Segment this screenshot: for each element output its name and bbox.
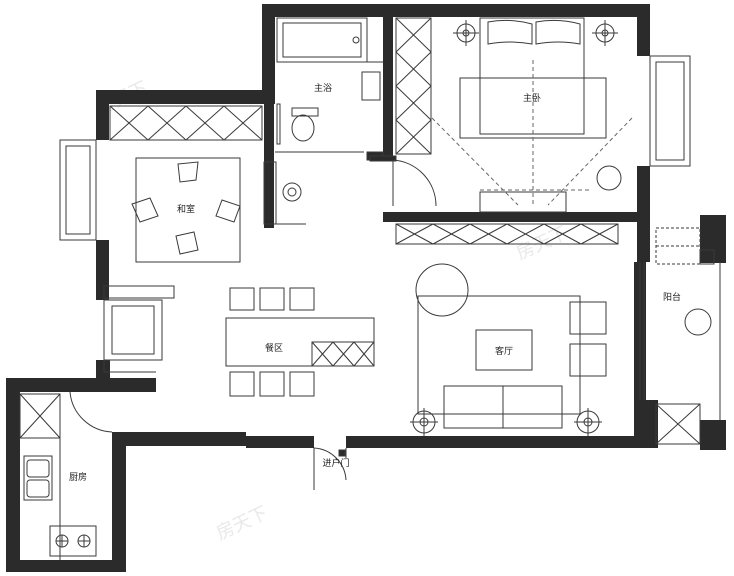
room-label-kitchen: 厨房 [69,471,87,483]
room-label-master-bath: 主浴 [314,82,332,94]
dining-area [103,285,375,397]
room-label-dining: 餐区 [265,342,283,354]
svg-text:房天下: 房天下 [213,503,271,545]
room-label-tatami: 和室 [177,203,195,215]
room-label-living: 客厅 [495,345,513,357]
living-room [395,223,619,436]
bedroom-window [649,55,691,167]
watermark: 房天下 房天下 房天下 [93,78,571,545]
master-bedroom [395,17,622,213]
walls [6,4,726,572]
room-label-master-bedroom: 主卧 [523,92,541,104]
balcony [639,227,721,445]
kitchen [19,391,113,560]
tatami-room [59,105,306,263]
room-label-entrance: 进户门 [322,457,349,469]
bedroom-door [392,159,437,207]
bedroom-view-lines [431,60,633,206]
entrance-door [313,447,347,490]
master-bath [275,17,397,162]
room-label-balcony: 阳台 [663,291,681,303]
